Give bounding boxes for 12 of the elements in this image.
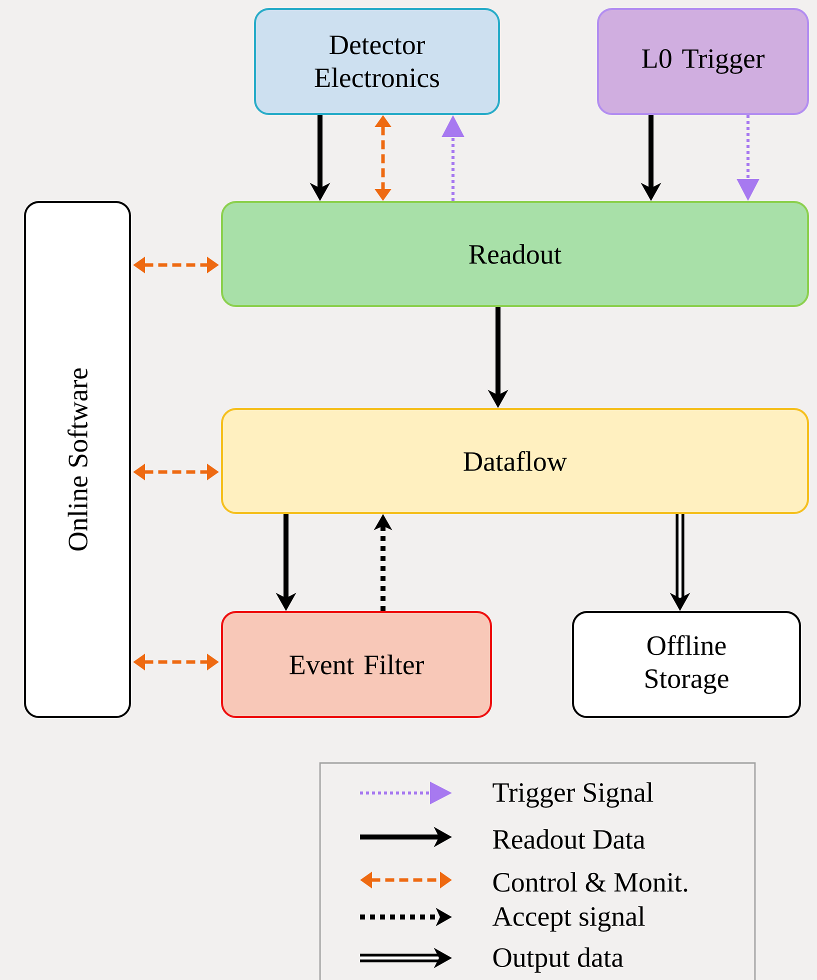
legend-label: Accept signal (492, 906, 645, 932)
process-box: Dataflow (221, 408, 809, 514)
process-box: Event Filter (221, 611, 492, 718)
legend-label: Control & Monit. (493, 872, 688, 892)
process-box: Online Software (24, 201, 131, 718)
legend-label: Output data (493, 947, 624, 973)
process-box: Offline Storage (572, 611, 801, 718)
legend-label: Trigger Signal (492, 782, 654, 808)
process-box: L0 Trigger (597, 8, 809, 115)
process-box: Readout (221, 201, 809, 307)
process-box: Detector Electronics (254, 8, 500, 115)
legend-label: Readout Data (493, 829, 645, 849)
